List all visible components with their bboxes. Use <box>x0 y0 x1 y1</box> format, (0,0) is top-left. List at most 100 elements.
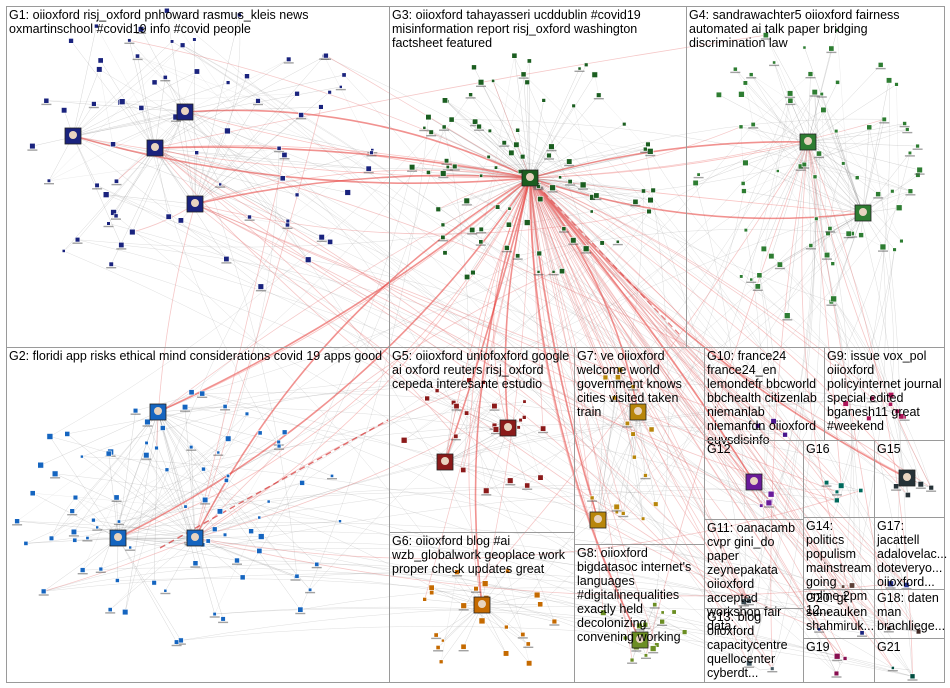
edge <box>154 145 531 179</box>
edge <box>529 177 637 648</box>
edge <box>194 154 285 539</box>
network-node <box>127 38 132 43</box>
edge <box>456 405 544 429</box>
edge <box>835 131 907 586</box>
network-node <box>470 269 476 276</box>
network-node <box>192 37 197 42</box>
edge <box>72 74 345 137</box>
network-node <box>162 75 168 80</box>
edge <box>529 118 885 179</box>
network-node <box>61 107 68 114</box>
node-caption-mark <box>760 38 771 40</box>
edge <box>324 56 373 151</box>
edge <box>155 150 196 205</box>
network-node <box>480 379 486 385</box>
edge <box>154 55 327 149</box>
edge <box>77 111 186 240</box>
network-node <box>294 573 300 579</box>
node-caption-mark <box>640 151 651 153</box>
edge <box>492 80 531 179</box>
edge <box>117 413 248 539</box>
network-node <box>515 127 520 133</box>
node-caption-mark <box>218 621 229 624</box>
node-caption-mark <box>170 120 181 122</box>
edge <box>130 537 196 548</box>
edge <box>868 404 891 419</box>
edge <box>117 537 190 542</box>
network-node <box>583 62 589 68</box>
network-node <box>425 114 432 121</box>
edge <box>96 185 750 664</box>
group-panel-g13: G13: blog oiioxford capacitycentre quell… <box>704 608 804 683</box>
edge <box>67 381 873 435</box>
edge <box>529 177 606 378</box>
edge <box>40 411 159 466</box>
network-node <box>879 243 887 251</box>
edge <box>456 405 511 481</box>
edge <box>122 101 771 502</box>
edge <box>443 126 837 674</box>
group-label: G16 <box>806 442 830 456</box>
node-caption-mark <box>805 248 816 250</box>
network-node <box>828 45 835 52</box>
edge <box>227 148 280 439</box>
network-node <box>647 197 654 204</box>
network-node <box>298 112 305 118</box>
edge <box>862 127 870 214</box>
node-caption-mark <box>431 637 442 640</box>
edge <box>868 411 898 419</box>
edge <box>444 177 531 463</box>
network-node <box>113 213 119 219</box>
edge <box>129 40 524 635</box>
edge <box>878 194 902 242</box>
node-caption-mark <box>522 488 533 490</box>
edge <box>117 537 182 641</box>
network-node <box>96 66 103 73</box>
network-node <box>80 454 84 459</box>
network-node <box>91 101 97 107</box>
network-node <box>776 261 783 268</box>
edge <box>773 62 863 633</box>
network-node <box>234 557 240 564</box>
edge <box>573 105 597 196</box>
edge <box>807 64 881 143</box>
edge <box>124 411 159 613</box>
edge <box>745 230 766 664</box>
edge <box>46 100 121 103</box>
edge <box>51 411 159 539</box>
edge <box>835 131 864 214</box>
edge <box>529 177 921 485</box>
edge <box>523 74 531 179</box>
edge <box>718 94 809 143</box>
edge <box>655 93 791 505</box>
network-node <box>441 638 445 643</box>
node-caption-mark <box>232 563 242 565</box>
node-caption-mark <box>433 650 444 652</box>
network-node <box>266 499 271 504</box>
edge <box>194 169 531 205</box>
network-node <box>577 66 582 71</box>
group-panel-g5: G5: oiioxford uniofoxford google ai oxfo… <box>389 347 575 533</box>
node-caption-mark <box>499 145 510 147</box>
edge <box>735 68 831 229</box>
group-panel-g7: G7: ve oiioxford welcome world governmen… <box>574 347 705 545</box>
edge <box>529 68 580 179</box>
edge <box>529 177 786 436</box>
edge <box>807 141 879 195</box>
network-node <box>772 60 777 65</box>
network-node <box>642 621 649 628</box>
edge <box>154 146 531 179</box>
edge <box>444 100 531 179</box>
node-caption-mark <box>160 80 171 82</box>
network-node <box>318 234 325 241</box>
nodes-layer <box>12 7 937 681</box>
group-panel-g8: G8: oiioxford bigdatasoc internet's lang… <box>574 544 705 683</box>
network-node <box>14 518 20 525</box>
network-node <box>61 249 66 253</box>
node-caption-mark <box>471 591 481 593</box>
group-label: G6: oiioxford blog #ai wzb_globalwork ge… <box>392 534 566 576</box>
edge <box>529 177 894 669</box>
network-node <box>426 170 431 175</box>
group-label: G19 <box>806 640 830 654</box>
edge <box>807 141 920 171</box>
